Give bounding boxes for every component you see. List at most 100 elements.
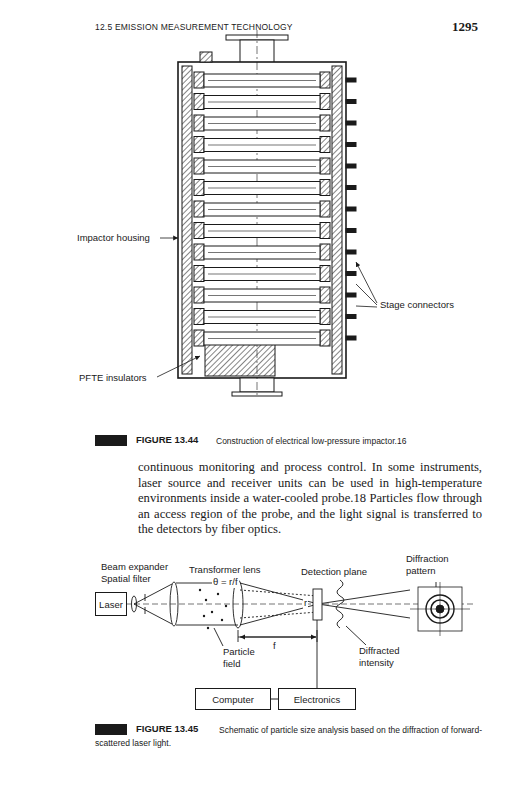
figure-caption: FIGURE 13.45 xyxy=(136,723,198,734)
insulator-ring xyxy=(320,94,330,110)
instrument-box: Laser xyxy=(95,592,127,616)
insulator-ring xyxy=(194,223,204,239)
impactor-stage xyxy=(204,332,320,345)
stage-plate xyxy=(208,123,316,124)
particle-dot xyxy=(203,615,205,617)
stage-plate xyxy=(208,188,316,189)
stage-plate xyxy=(208,145,316,146)
part-label: Diffracted intensity xyxy=(358,645,415,668)
stage-plate xyxy=(208,295,316,296)
insulator-ring xyxy=(320,201,330,217)
figure-caption: FIGURE 13.44 xyxy=(136,434,198,445)
box-label: Electronics xyxy=(294,694,340,705)
insulator-ring xyxy=(320,223,330,239)
body-text: continuous monitoring and process contro… xyxy=(138,460,482,538)
optics-schematic xyxy=(125,580,476,699)
impactor-stage xyxy=(204,289,320,302)
stage-connector xyxy=(346,250,356,254)
insulator-ring xyxy=(320,137,330,153)
stage-connector xyxy=(346,143,356,147)
insulator-ring xyxy=(320,180,330,196)
particle-dot xyxy=(211,611,213,613)
impactor-stage xyxy=(204,225,320,238)
part-label: r xyxy=(303,597,308,609)
stage-plate xyxy=(208,166,316,167)
impactor-stage xyxy=(204,311,320,324)
part-label: Beam expander xyxy=(100,561,169,573)
caption-bar xyxy=(95,724,127,735)
stage-plate xyxy=(208,209,316,210)
insulator-ring xyxy=(194,180,204,196)
insulator-ring xyxy=(194,115,204,131)
stage-plate xyxy=(208,231,316,232)
particle-dot xyxy=(225,605,227,607)
box-label: Computer xyxy=(212,694,254,705)
part-label: Spatial filter xyxy=(100,573,152,585)
insulator-ring xyxy=(194,266,204,282)
insulator-ring xyxy=(320,287,330,303)
stage-connector xyxy=(346,272,356,276)
instrument-box: Computer xyxy=(195,688,271,710)
stage-connector xyxy=(346,121,356,125)
insulator-ring xyxy=(320,72,330,88)
stage-connector xyxy=(346,207,356,211)
particle-dot xyxy=(205,599,207,601)
insulator-ring xyxy=(194,158,204,174)
insulator-ring xyxy=(320,244,330,260)
stage-plate xyxy=(208,252,316,253)
insulator-ring xyxy=(194,287,204,303)
insulator-ring xyxy=(320,115,330,131)
insulator-ring xyxy=(194,330,204,346)
impactor-stage xyxy=(204,74,320,87)
page-header: 12.5 EMISSION MEASUREMENT TECHNOLOGY xyxy=(95,22,293,32)
stage-plate xyxy=(208,80,316,81)
caption-bar xyxy=(95,435,127,446)
impactor-stage xyxy=(204,203,320,216)
figure-caption: Schematic of particle size analysis base… xyxy=(95,724,485,750)
box-label: Laser xyxy=(99,599,123,610)
insulator-ring xyxy=(320,309,330,325)
part-label: Impactor housing xyxy=(76,232,151,244)
impactor-stage xyxy=(204,246,320,259)
impactor-drawing xyxy=(178,30,356,398)
insulator-ring xyxy=(194,244,204,260)
part-label: Transformer lens xyxy=(188,564,261,576)
insulator-ring xyxy=(194,309,204,325)
stage-connector xyxy=(346,164,356,168)
insulator-ring xyxy=(194,137,204,153)
impactor-stage xyxy=(204,268,320,281)
part-label: PFTE insulators xyxy=(78,372,148,384)
insulator-ring xyxy=(320,266,330,282)
signal-line xyxy=(271,699,278,700)
figure-caption: Construction of electrical low-pressure … xyxy=(216,435,406,448)
stage-connector xyxy=(346,78,356,82)
particle-dot xyxy=(217,593,219,595)
part-label: Diffraction pattern xyxy=(405,553,467,576)
impactor-stage xyxy=(204,117,320,130)
impactor-stage xyxy=(204,160,320,173)
insulator-ring xyxy=(194,72,204,88)
stage-connector xyxy=(346,336,356,340)
stage-connector xyxy=(346,186,356,190)
stage-connector xyxy=(346,229,356,233)
instrument-box: Electronics xyxy=(278,688,356,710)
stage-plate xyxy=(208,274,316,275)
part-label: Detection plane xyxy=(300,566,368,578)
stage-plate xyxy=(208,317,316,318)
insulator-ring xyxy=(194,201,204,217)
part-label: f xyxy=(272,640,277,652)
stage-connector xyxy=(346,100,356,104)
stage-connector xyxy=(346,293,356,297)
particle-dot xyxy=(207,627,209,629)
stage-plate xyxy=(208,338,316,339)
part-label: Particle field xyxy=(222,646,264,669)
particle-dot xyxy=(199,589,201,591)
impactor-stage xyxy=(204,182,320,195)
impactor-stage xyxy=(204,139,320,152)
part-label: Stage connectors xyxy=(379,299,455,311)
insulator-ring xyxy=(194,94,204,110)
stage-plate xyxy=(208,102,316,103)
part-label: θ = r/f xyxy=(212,576,239,588)
